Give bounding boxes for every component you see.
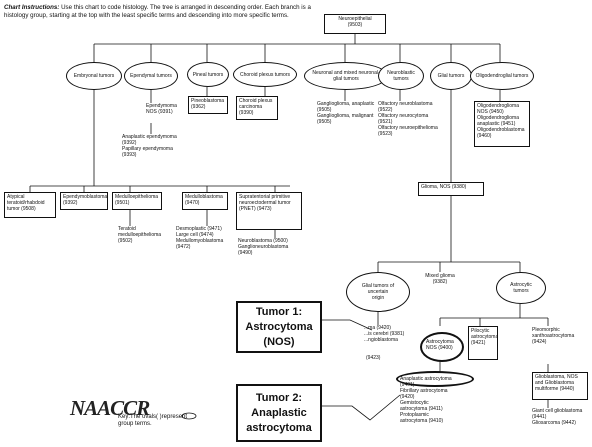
- uncertain-origin-code: (9423): [366, 355, 381, 361]
- root-neuroepithelial: Neuroepithelial (9503): [324, 14, 386, 34]
- mixed-glioma: Mixed glioma (9382): [418, 272, 462, 292]
- pineoblastoma: Pineoblastoma (9362): [188, 96, 228, 114]
- group-choroid-plexus-tumors: Choroid plexus tumors: [233, 62, 297, 87]
- group-astrocytic-tumors: Astrocytic tumors: [496, 272, 546, 304]
- astrocytoma-highlight-ring: [420, 332, 464, 362]
- glioma-nos: Glioma, NOS (9380): [418, 182, 484, 196]
- group-glial-tumors: Glial tumors: [430, 62, 472, 90]
- choroid-plexus-carcinoma: Choroid plexus carcinoma (9390): [236, 96, 278, 120]
- teratoid-medulloepithelioma: Teratoid medulloepithelioma (9502): [118, 226, 162, 244]
- tumor1-callout: Tumor 1: Astrocytoma (NOS): [236, 301, 322, 353]
- oligodendroglioma: Oligodendroglioma NOS (9450) Oligodendro…: [474, 101, 530, 147]
- uncertain-origin-list: ...ma (9420) ...is cerebri (9381) ...ngi…: [364, 325, 405, 343]
- atypical-teratoid-rhabdoid: Atypical teratoid/rhabdoid tumor (9508): [4, 192, 56, 218]
- ependymoblastoma: Ependymoblastoma (9392): [60, 192, 108, 210]
- supratentorial-pnet: Supratentorial primitive neuroectodermal…: [236, 192, 302, 230]
- group-ependymal-tumors: Ependymal tumors: [124, 62, 178, 90]
- olfactory-tumors: Olfactory neuroblastoma (9522) Olfactory…: [378, 101, 438, 137]
- tumor2-callout: Tumor 2: Anaplastic astrocytoma: [236, 384, 322, 442]
- instructions-label: Chart Instructions:: [4, 4, 60, 11]
- group-pineal-tumors: Pineal tumors: [187, 62, 229, 87]
- giant-cell-glioblastoma: Giant cell glioblastoma (9441) Gliosarco…: [532, 408, 583, 426]
- group-neuroblastic-tumors: Neuroblastic tumors: [378, 62, 424, 90]
- key-legend: Key:The ovals( )represent group terms.: [118, 414, 188, 427]
- medulloblastoma-variants: Desmoplastic (9471) Large cell (9474) Me…: [176, 226, 224, 250]
- medulloblastoma: Medulloblastoma (9470): [182, 192, 228, 210]
- chart-instructions: Chart Instructions: Use this chart to co…: [4, 4, 314, 20]
- group-embryonal-tumors: Embryonal tumors: [66, 62, 122, 90]
- pilocytic-astrocytoma: Pilocytic astrocytoma (9421): [468, 326, 498, 360]
- ganglioglioma: Ganglioglioma, anaplastic (9505) Ganglio…: [317, 101, 375, 125]
- group-oligodendroglial-tumors: Oligodendroglial tumors: [470, 62, 534, 90]
- neuroblastoma-ganglioneuroblastoma: Neuroblastoma (9500) Ganglioneuroblastom…: [238, 238, 289, 256]
- anaplastic-highlight-ring: [396, 371, 474, 387]
- naaccr-logo: NAACCR: [70, 396, 150, 420]
- anaplastic-ependymoma: Anaplastic ependymoma (9392) Papillary e…: [122, 134, 177, 158]
- glioblastoma-nos: Glioblastoma, NOS and Glioblastoma multi…: [532, 372, 588, 400]
- group-neuronal-mixed-tumors: Neuronal and mixed neuronal-glial tumors: [304, 62, 388, 90]
- pleomorphic-xanthoastrocytoma: Pleomorphic xanthoastrocytoma (9424): [530, 326, 588, 364]
- group-glial-uncertain-origin: Glial tumors of uncertain origin: [346, 272, 410, 312]
- instructions-text: Use this chart to code histology. The tr…: [4, 4, 311, 19]
- medulloepithelioma: Medulloepithelioma (9501): [112, 192, 162, 210]
- ependymoma-nos: Ependymoma NOS (9391): [146, 103, 177, 115]
